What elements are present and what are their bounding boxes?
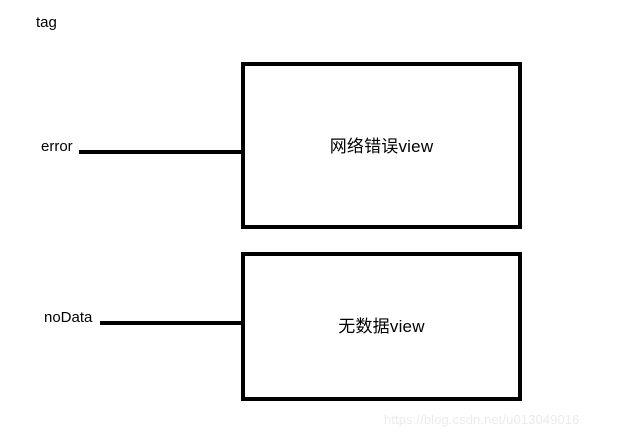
view-box-label-error: 网络错误view <box>329 137 434 156</box>
watermark: https://blog.csdn.net/u013049016 <box>384 412 580 427</box>
page-title: tag <box>36 14 57 31</box>
connector-label-error: error <box>41 138 73 155</box>
connector-line-nodata <box>100 321 243 325</box>
view-box-nodata: 无数据view <box>241 252 522 401</box>
view-box-label-nodata: 无数据view <box>338 317 425 336</box>
connector-line-error <box>79 150 243 154</box>
connector-label-nodata: noData <box>44 309 93 326</box>
view-box-error: 网络错误view <box>241 62 522 229</box>
